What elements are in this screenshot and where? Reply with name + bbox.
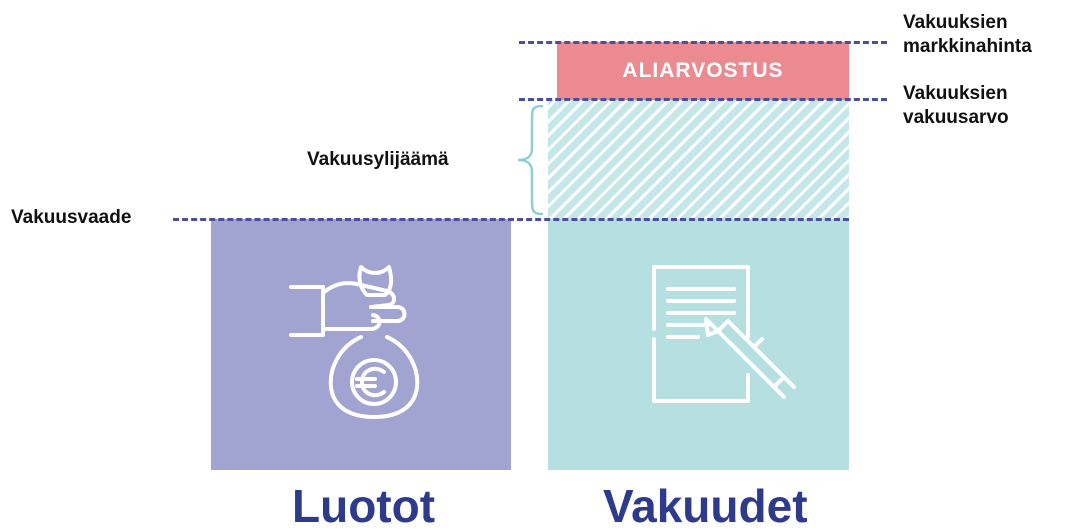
document-pen-icon — [652, 265, 796, 403]
requirement-label: Vakuusvaade — [11, 207, 132, 228]
market-price-label-line1: Vakuuksien — [903, 12, 1008, 33]
collateral-value-label-line1: Vakuuksien — [903, 83, 1008, 104]
hand-money-bag-euro-icon — [289, 265, 420, 419]
surplus-label: Vakuusylijäämä — [307, 149, 449, 170]
surplus-brace — [517, 104, 544, 216]
market-price-label-line2: markkinahinta — [903, 36, 1032, 57]
requirement-line — [173, 218, 849, 221]
impairment-label: ALIARVOSTUS — [622, 59, 784, 82]
collateral-block — [548, 219, 849, 470]
surplus-hatched-area — [548, 100, 849, 219]
market-price-line — [519, 41, 887, 44]
loans-block — [211, 219, 511, 470]
loans-title: Luotot — [292, 480, 436, 532]
market-price-label: Vakuuksien markkinahinta — [903, 11, 1032, 59]
collateral-value-line — [519, 98, 887, 101]
collateral-value-label-line2: vakuusarvo — [903, 107, 1009, 128]
impairment-bar — [557, 42, 849, 100]
collateral-title: Vakuudet — [603, 480, 808, 532]
collateral-value-label: Vakuuksien vakuusarvo — [903, 82, 1009, 130]
